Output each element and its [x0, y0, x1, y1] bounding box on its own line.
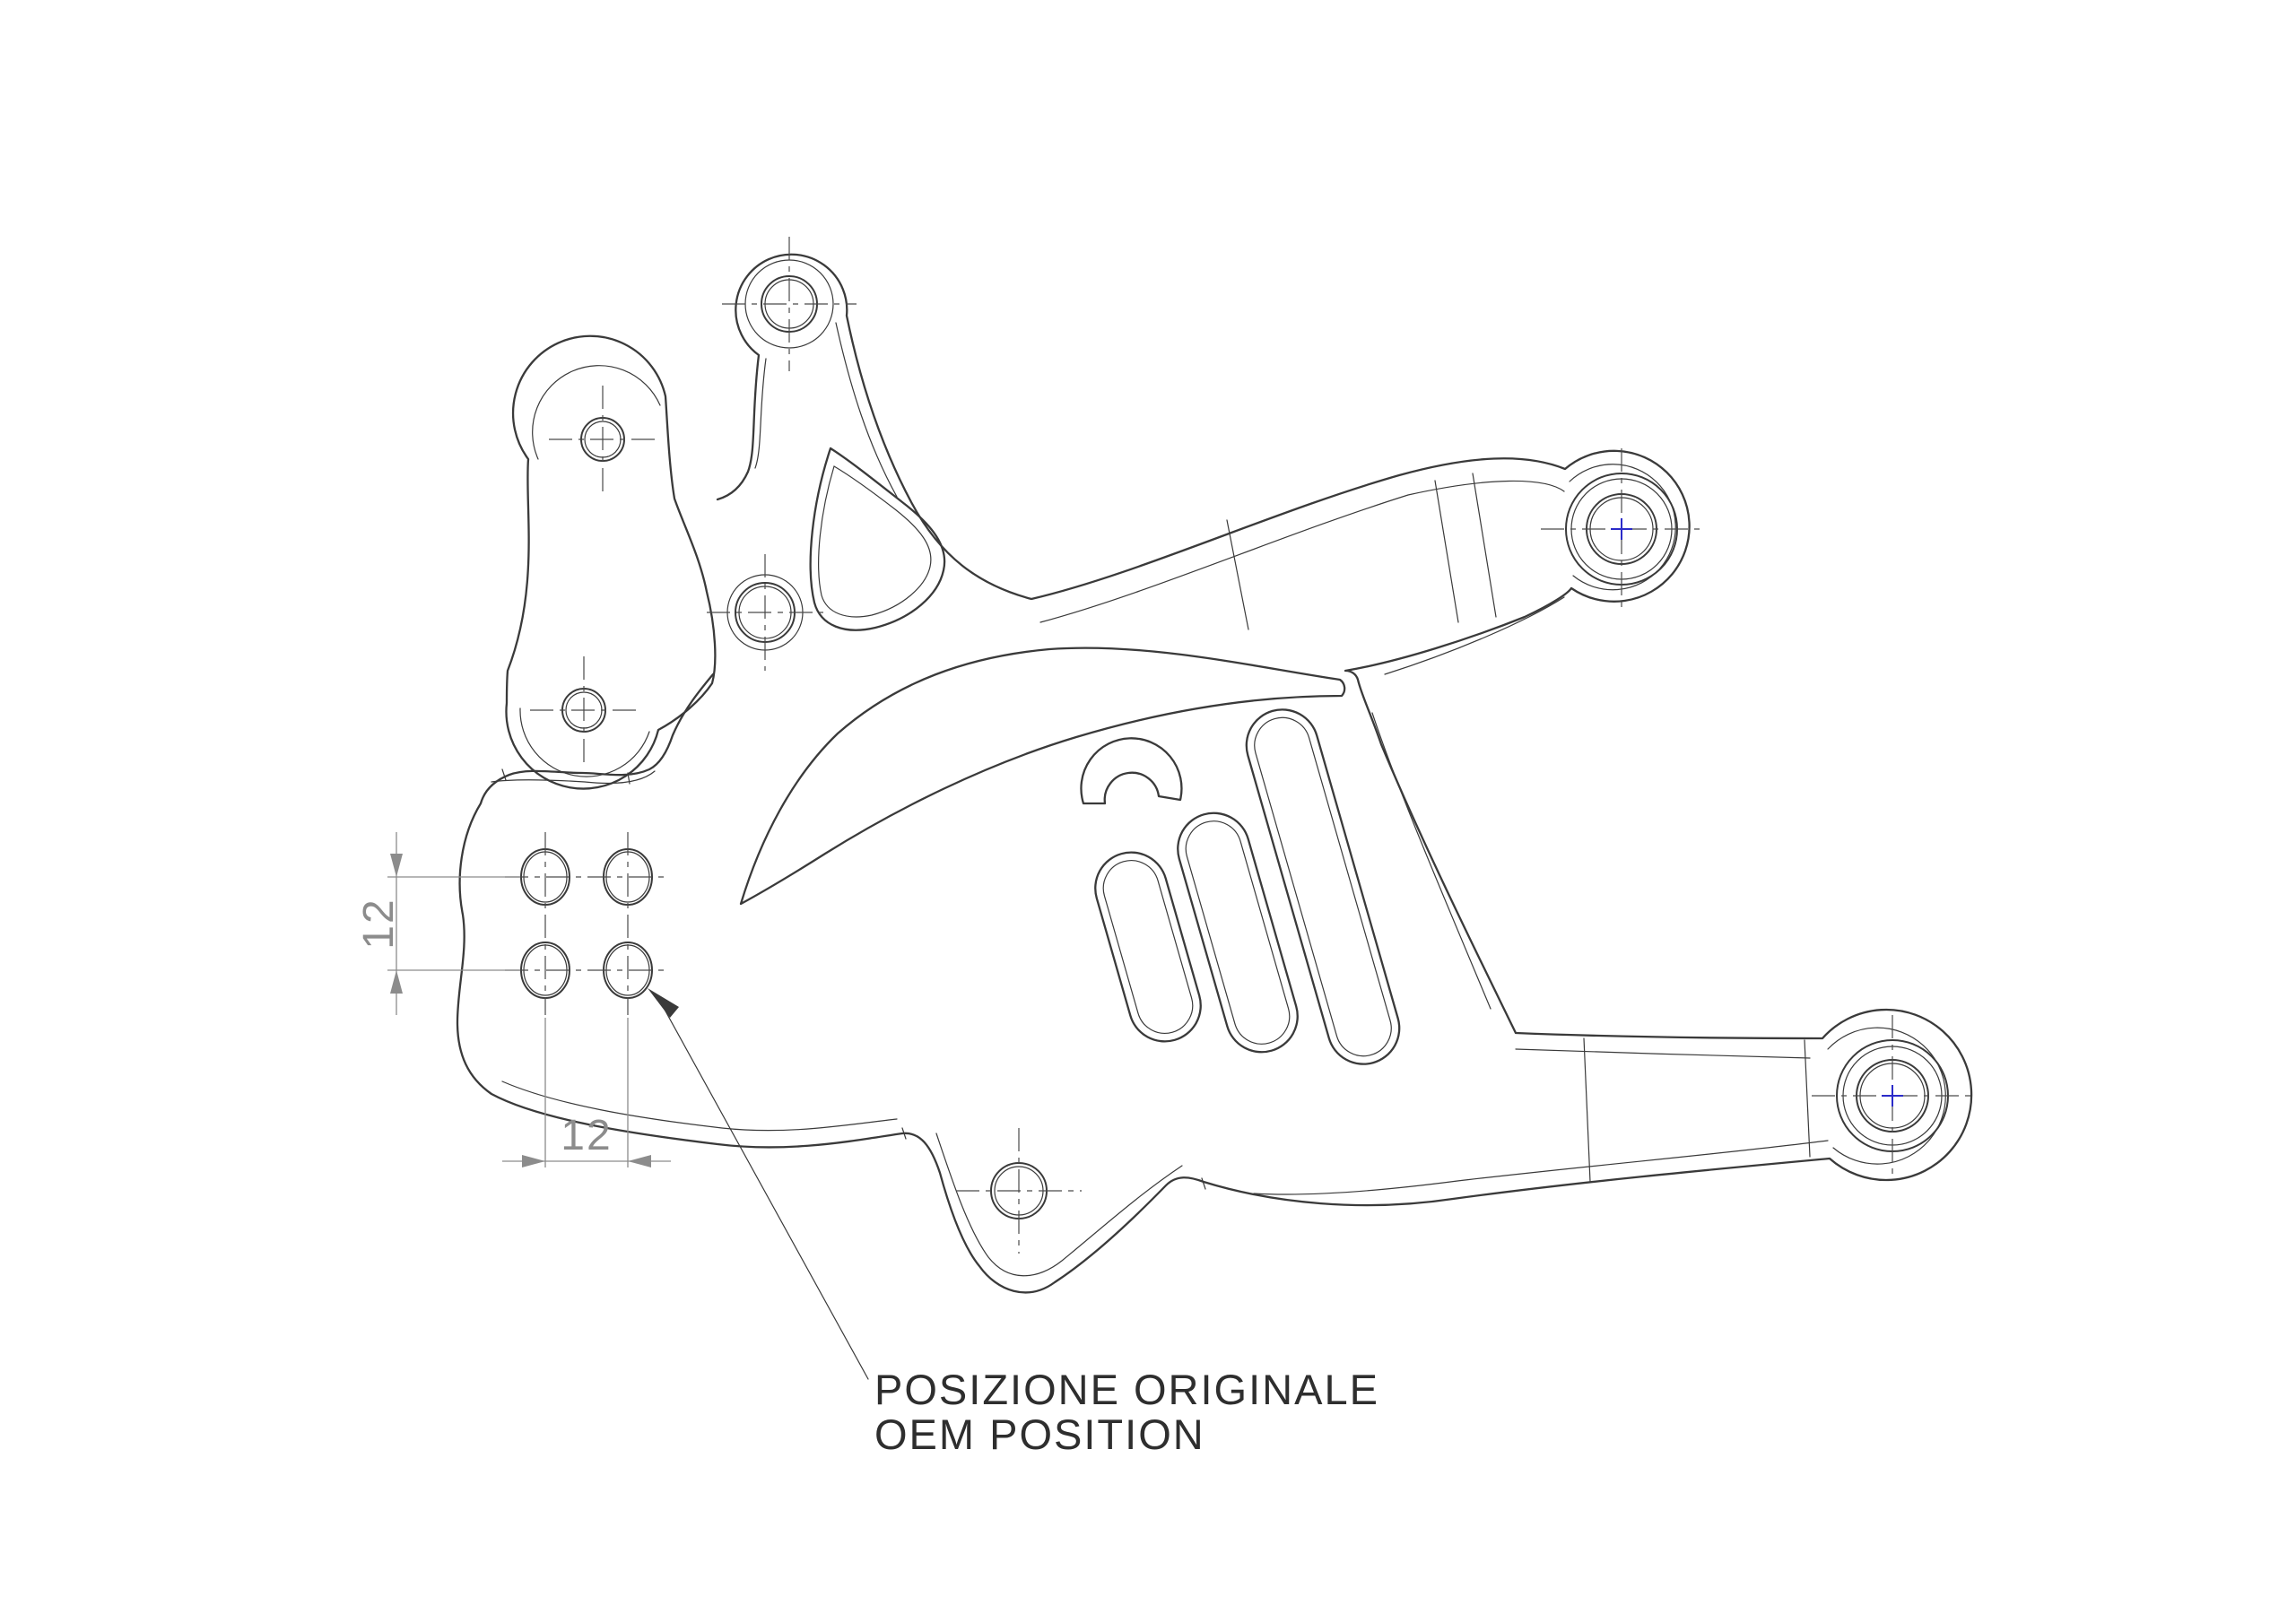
part-outline [456, 253, 1973, 1294]
slot-3 [1245, 708, 1401, 1065]
dimensions: 12 12 [355, 832, 671, 1167]
window-cutout [739, 647, 1346, 906]
dimension-vertical-12: 12 [355, 832, 520, 1015]
blue-center-marks [1611, 518, 1903, 1107]
leader-arrowhead [648, 988, 679, 1018]
slot-2 [1177, 812, 1299, 1054]
leader-line [663, 1007, 869, 1380]
note-line-1: POSIZIONE ORIGINALE [874, 1366, 1379, 1413]
adjustment-slots [1094, 708, 1401, 1065]
dimension-horizontal-12: 12 [502, 1018, 671, 1167]
centerlines [505, 237, 1973, 1254]
oem-position-callout: POSIZIONE ORIGINALE OEM POSITION [648, 988, 1379, 1458]
note-line-2: OEM POSITION [874, 1410, 1205, 1458]
upper-plate-outline [505, 334, 717, 790]
arch-cutout [1080, 737, 1183, 805]
slot-1 [1094, 851, 1202, 1043]
dimension-horizontal-label: 12 [561, 1112, 612, 1159]
inner-face-edges [491, 322, 1946, 1277]
main-body-outline [456, 253, 1973, 1294]
triangle-cutout [809, 447, 946, 631]
dimension-vertical-label: 12 [355, 898, 403, 949]
